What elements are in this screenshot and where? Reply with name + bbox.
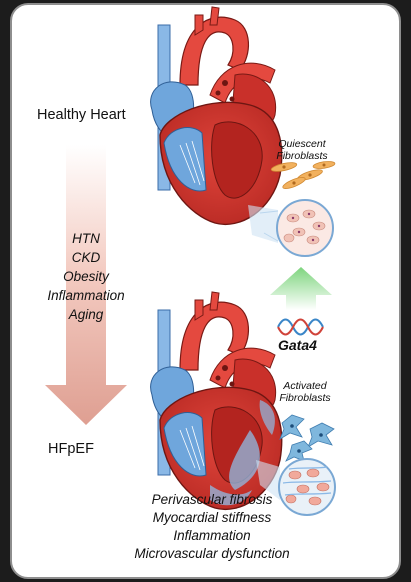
activated-label-line1: Activated xyxy=(283,380,327,392)
healthy-tissue-zoom xyxy=(276,199,334,257)
activated-label-line2: Fibroblasts xyxy=(279,392,331,404)
quiescent-fibroblasts-label: Quiescent Fibroblasts xyxy=(262,138,342,162)
healthy-heart-illustration xyxy=(149,6,283,226)
healthy-heart-label: Healthy Heart xyxy=(37,107,126,123)
diagram-graphics xyxy=(45,6,336,516)
risk-factors-list: HTN CKD Obesity Inflammation Aging xyxy=(26,229,146,324)
outcome-item: Myocardial stiffness xyxy=(152,510,272,525)
quiescent-fibroblast-cells xyxy=(270,161,336,189)
risk-factor: Aging xyxy=(68,307,104,322)
figure-panel: Healthy Heart Quiescent Fibroblasts HTN … xyxy=(10,3,401,579)
hfpef-outcomes-list: Perivascular fibrosis Myocardial stiffne… xyxy=(82,491,342,563)
activated-fibroblasts-label: Activated Fibroblasts xyxy=(260,380,350,404)
hfpef-heart-illustration xyxy=(149,291,283,511)
outcome-item: Inflammation xyxy=(173,528,251,543)
activated-fibroblast-cells xyxy=(279,414,335,462)
outcome-item: Perivascular fibrosis xyxy=(151,492,273,507)
fibrotic-tissue-zoom xyxy=(278,458,336,516)
risk-factor: Inflammation xyxy=(47,288,125,303)
hfpef-label: HFpEF xyxy=(48,441,94,457)
outcome-item: Microvascular dysfunction xyxy=(134,546,290,561)
dna-wave-icon xyxy=(277,318,324,336)
risk-factor: Obesity xyxy=(63,269,109,284)
risk-factor: HTN xyxy=(72,231,100,246)
gata4-label: Gata4 xyxy=(278,337,317,353)
quiescent-label-line2: Fibroblasts xyxy=(276,150,328,162)
quiescent-label-line1: Quiescent xyxy=(278,138,326,150)
risk-factor: CKD xyxy=(71,250,101,265)
gata4-arrow xyxy=(270,267,332,310)
disease-progression-arrow xyxy=(45,145,127,425)
